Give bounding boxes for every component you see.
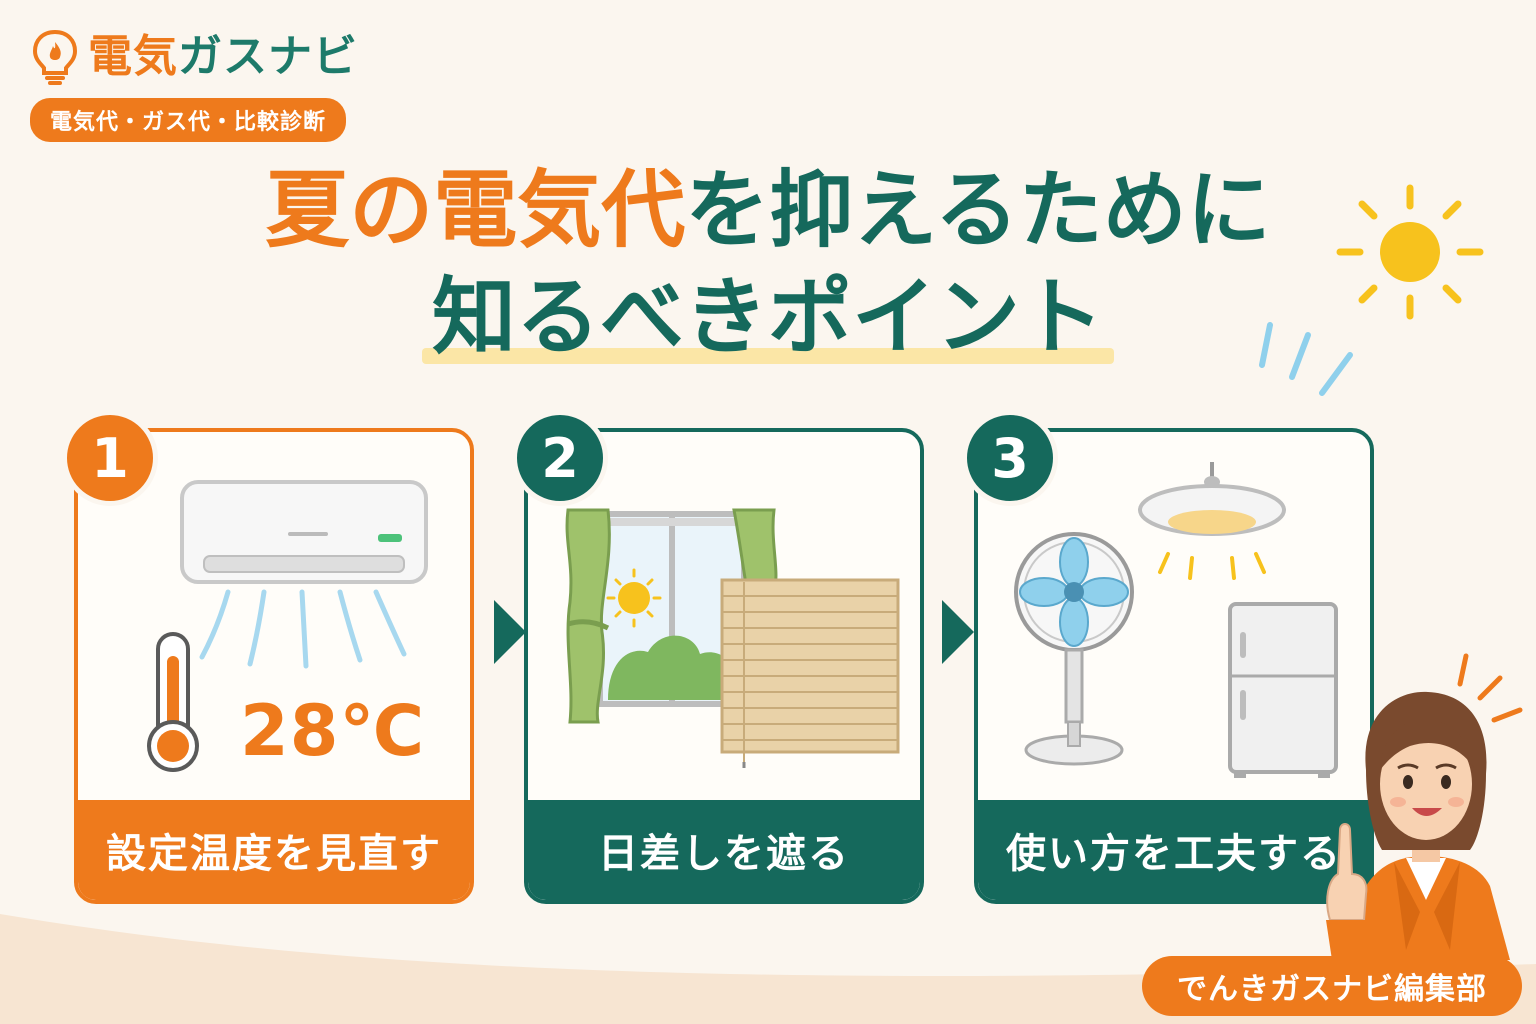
temperature-value: 28℃: [240, 690, 426, 772]
step-number-2: 2: [512, 410, 608, 506]
step-label-1: 設定温度を見直す: [78, 800, 470, 900]
lightbulb-flame-icon: [32, 29, 78, 85]
air-conditioner-thermometer-icon: [147, 480, 428, 772]
headline: 夏の電気代を抑えるために 知るべきポイント: [0, 160, 1536, 368]
headline-line1: 夏の電気代を抑えるために: [265, 161, 1271, 259]
step-label-2: 日差しを遮る: [528, 800, 920, 900]
window-curtain-blind-icon: [565, 508, 900, 768]
step-card-3[interactable]: 使い方を工夫する: [974, 428, 1374, 904]
headline-line2: 知るべきポイント: [431, 267, 1104, 366]
arrow-right-icon: [494, 600, 526, 664]
step-number-3: 3: [962, 410, 1058, 506]
site-logo[interactable]: 電気ガスナビ 電気代・ガス代・比較診断: [30, 28, 358, 142]
headline-line2-highlight: 知るべきポイント: [421, 267, 1115, 368]
fan-light-fridge-icon: [1014, 462, 1338, 778]
step-number-1: 1: [62, 410, 158, 506]
step-label-3: 使い方を工夫する: [978, 800, 1370, 900]
sun-icon: [1336, 184, 1484, 320]
heat-rays-icon: [1259, 322, 1353, 396]
editor-badge: でんきガスナビ編集部: [1142, 956, 1522, 1016]
logo-tagline: 電気代・ガス代・比較診断: [30, 98, 347, 142]
editor-avatar: [1326, 653, 1523, 960]
arrow-right-icon: [942, 600, 974, 664]
logo-wordmark: 電気ガスナビ: [88, 31, 358, 82]
step-card-2[interactable]: 日差しを遮る: [524, 428, 924, 904]
step-card-1[interactable]: 設定温度を見直す: [74, 428, 474, 904]
